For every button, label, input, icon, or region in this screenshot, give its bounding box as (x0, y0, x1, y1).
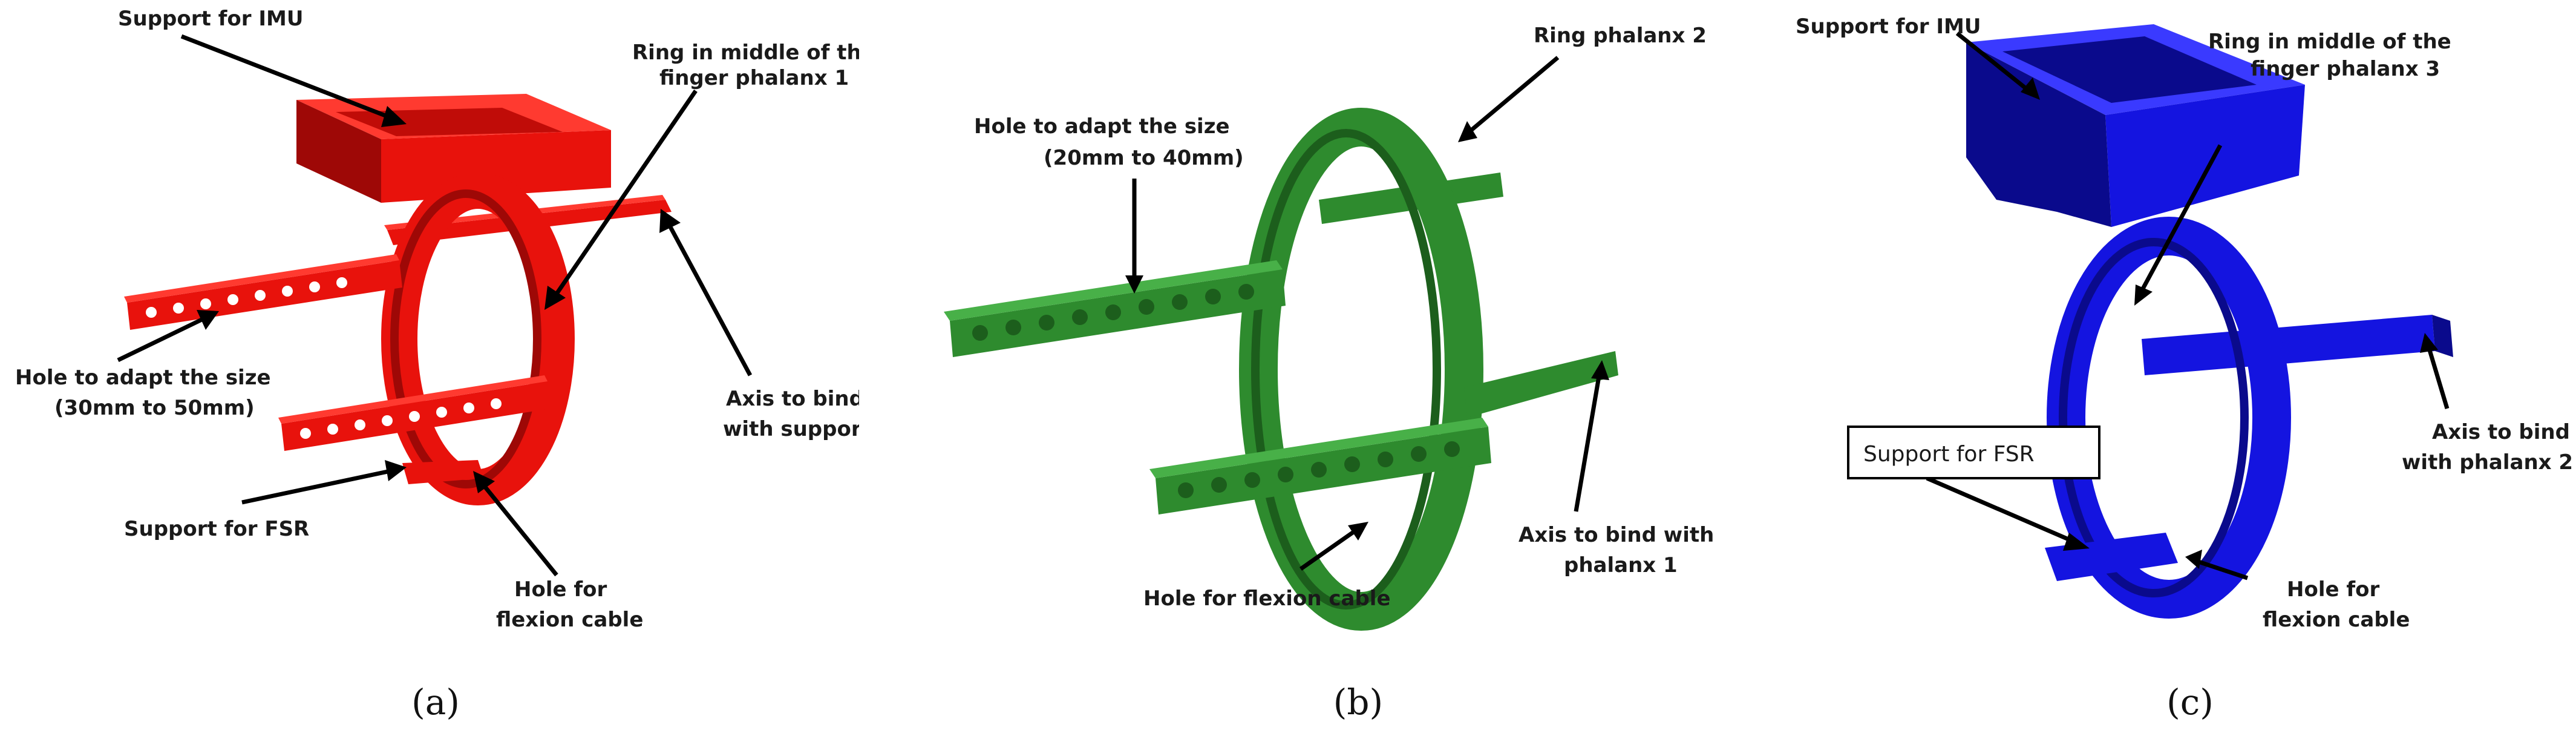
axis-bar-right (1464, 351, 1618, 418)
label-support-imu-c: Support for IMU (1796, 15, 1981, 39)
size-holes-lower (300, 398, 502, 439)
label-hole-cable-a-line1: Hole for (514, 577, 607, 602)
label-ring-c-line1: Ring in middle of the (2208, 30, 2451, 54)
fsr-support (402, 460, 484, 484)
imu-support-box-front (2105, 85, 2305, 227)
label-hole-cable-c-line1: Hole for (2287, 577, 2380, 602)
size-holes-upper-b (972, 284, 1254, 341)
label-axis-a-line1: Axis to bind (726, 387, 859, 411)
label-axis-a-line2: with support (723, 417, 859, 441)
label-axis-c-line1: Axis to bind (2432, 420, 2570, 444)
panel-b: Ring phalanx 2 Hole to adapt the size (2… (944, 24, 1714, 723)
label-ring-b: Ring phalanx 2 (1534, 24, 1707, 48)
annotation-arrows-a (117, 34, 753, 577)
imu-support-box-front (381, 130, 611, 203)
label-axis-b-line2: phalanx 1 (1564, 553, 1678, 577)
annotation-arrows-c (1926, 31, 2450, 580)
axis-bar (2142, 315, 2435, 375)
imu-support-box-cavity (2002, 36, 2257, 103)
label-axis-c-line2: with phalanx 2 (2402, 450, 2573, 475)
label-hole-size-b-line1: Hole to adapt the size (974, 114, 1230, 139)
label-support-fsr-c: Support for FSR (1863, 442, 2035, 467)
label-ring-c-line2: finger phalanx 3 (2251, 57, 2440, 81)
size-holes-upper (146, 277, 347, 318)
label-axis-b-line1: Axis to bind with (1518, 523, 1714, 547)
imu-support-box-left (1966, 42, 2111, 227)
label-ring-a-line2: finger phalanx 1 (659, 66, 849, 90)
panel-a: Support for IMU Ring in middle of the fi… (15, 7, 859, 723)
label-ring-a-line1: Ring in middle of the (632, 41, 859, 65)
caption-b: (b) (1333, 682, 1383, 723)
blue-finger-part-c (1966, 24, 2453, 619)
panel-c: Support for IMU Ring in middle of the fi… (1796, 15, 2573, 723)
green-finger-part-b (944, 108, 1618, 631)
label-hole-size-b-line2: (20mm to 40mm) (1044, 146, 1244, 170)
size-holes-lower-b (1178, 441, 1460, 498)
label-hole-size-a-line2: (30mm to 50mm) (54, 396, 255, 420)
label-hole-cable-a-line2: flexion cable (496, 608, 643, 632)
red-finger-part-a (124, 94, 672, 505)
label-hole-cable-b: Hole for flexion cable (1143, 587, 1391, 611)
imu-support-box-left (296, 100, 381, 203)
fsr-callout-box: Support for FSR (1847, 426, 2100, 479)
caption-c: (c) (2166, 682, 2214, 723)
label-hole-cable-c-line2: flexion cable (2263, 608, 2410, 632)
label-support-imu-a: Support for IMU (118, 7, 303, 31)
caption-a: (a) (411, 682, 460, 723)
annotation-arrows-b (1125, 56, 1609, 571)
label-hole-size-a-line1: Hole to adapt the size (15, 366, 271, 390)
label-support-fsr-a: Support for FSR (124, 517, 309, 541)
